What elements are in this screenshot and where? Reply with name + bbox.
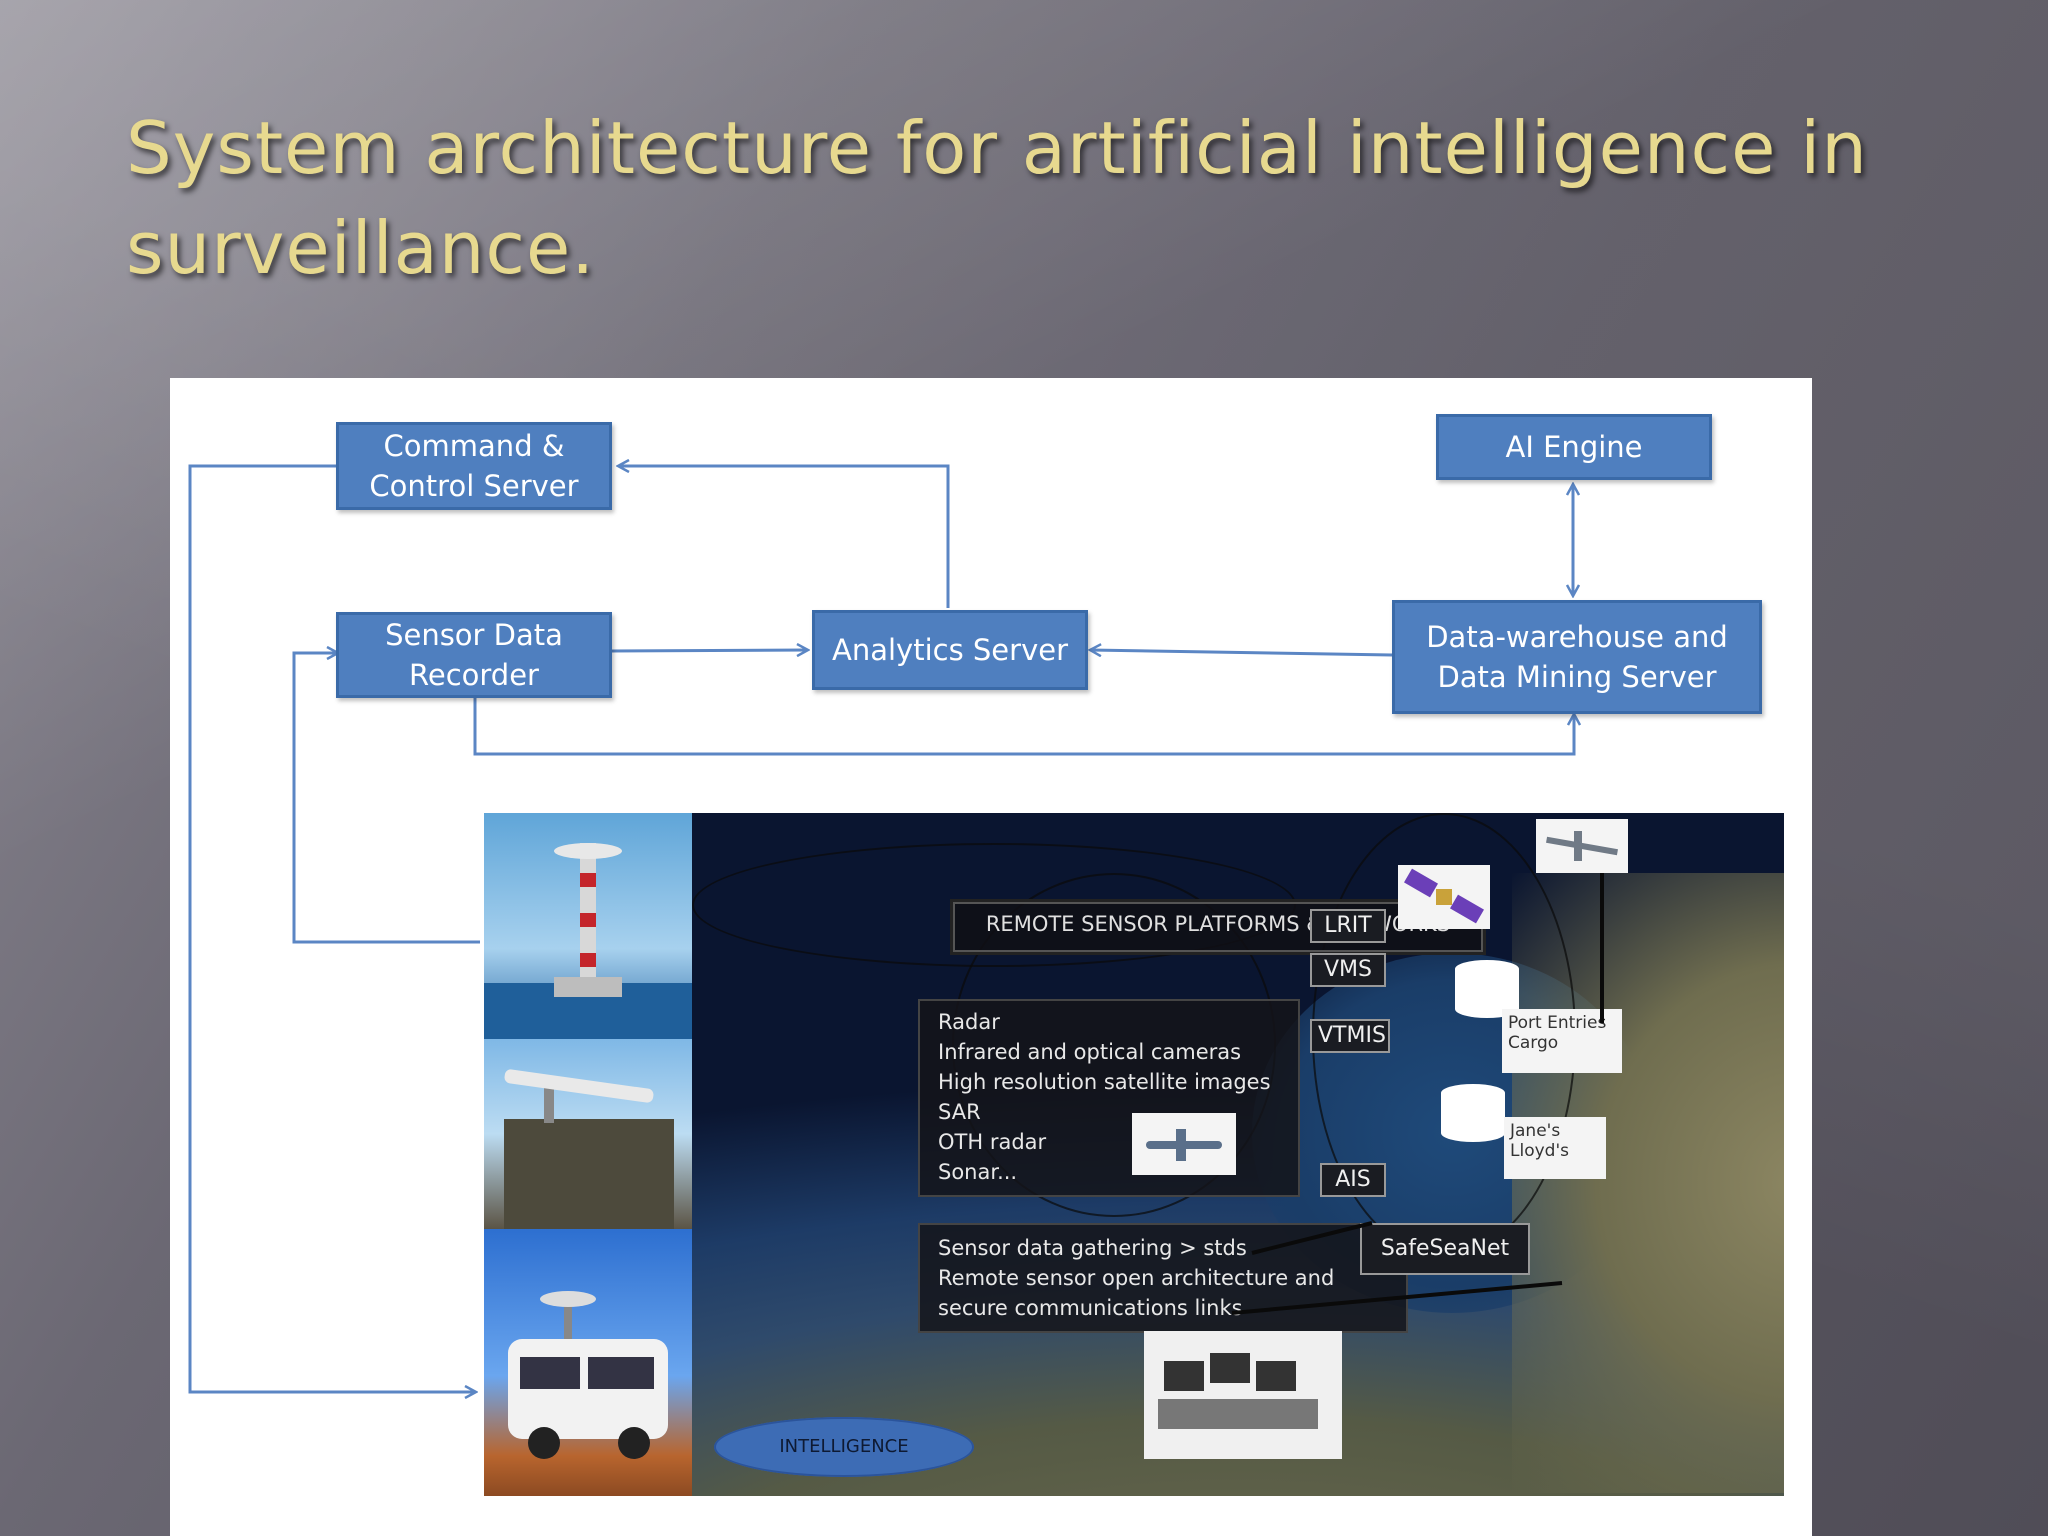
safeseanet-tag: SafeSeaNet — [1360, 1223, 1530, 1275]
database-icon — [1441, 1084, 1505, 1142]
sensor-network-collage: REMOTE SENSOR PLATFORMS & NETWORKS Radar… — [484, 813, 1784, 1496]
connector-warehouse-to-analytics — [1090, 650, 1393, 655]
command-control-server-box: Command & Control Server — [336, 422, 612, 510]
sensor-item: Radar — [938, 1010, 1000, 1034]
port-entries-line1: Port Entries — [1508, 1013, 1607, 1033]
data-warehouse-line1: Data-warehouse and — [1426, 620, 1728, 654]
data-flow-arrows — [1231, 873, 1604, 1315]
satellite-thumbnail — [1398, 865, 1490, 929]
gathering-line: Remote sensor open architecture and — [938, 1266, 1335, 1290]
command-control-line2: Control Server — [369, 469, 579, 503]
sensor-data-recorder-box: Sensor Data Recorder — [336, 612, 612, 698]
sensor-types-list: Radar Infrared and optical cameras High … — [918, 999, 1300, 1197]
intelligence-ellipse: INTELLIGENCE — [714, 1417, 974, 1477]
lloyds-line: Lloyd's — [1510, 1141, 1569, 1161]
vtmis-tag: VTMIS — [1310, 1019, 1390, 1053]
data-gathering-box: Sensor data gathering > stds Remote sens… — [918, 1223, 1408, 1333]
coastal-radar-icon — [504, 1069, 674, 1229]
aircraft-thumbnail — [1132, 1113, 1236, 1175]
sensor-van-icon — [508, 1291, 668, 1459]
radar-tower-photo — [484, 813, 692, 1039]
connector-analytics-to-command — [618, 466, 950, 608]
sensor-item: High resolution satellite images — [938, 1070, 1271, 1094]
connector-lines — [188, 378, 1812, 1536]
lrit-tag: LRIT — [1310, 909, 1386, 943]
sensor-item: SAR — [938, 1100, 981, 1124]
command-control-line1: Command & — [383, 429, 565, 463]
mobile-sensor-van-photo — [484, 1229, 692, 1496]
connector-collage-to-sensor — [292, 653, 480, 944]
aircraft-icon — [1146, 1129, 1222, 1161]
radar-tower-icon — [484, 843, 692, 1039]
sensor-item: Infrared and optical cameras — [938, 1040, 1242, 1064]
earth-background: REMOTE SENSOR PLATFORMS & NETWORKS Radar… — [692, 813, 1784, 1496]
janes-lloyds-card: Jane's Lloyd's — [1504, 1117, 1606, 1179]
sensor-recorder-line1: Sensor Data — [385, 618, 563, 652]
ais-tag: AIS — [1320, 1163, 1386, 1197]
vms-tag: VMS — [1310, 953, 1386, 987]
control-room-icon — [1158, 1353, 1318, 1429]
data-warehouse-box: Data-warehouse and Data Mining Server — [1392, 600, 1762, 714]
gathering-line: secure communications links — [938, 1296, 1243, 1320]
connector-sensor-to-analytics — [609, 650, 808, 651]
coastal-radar-photo — [484, 1039, 692, 1229]
database-icon — [1455, 960, 1519, 1018]
drone-icon — [1546, 831, 1618, 861]
sensor-recorder-line2: Recorder — [409, 658, 539, 692]
connector-command-to-collage — [188, 464, 476, 1392]
connector-sensor-to-warehouse — [473, 696, 1574, 756]
satellite-icon — [1404, 868, 1484, 924]
gathering-line: Sensor data gathering > stds — [938, 1236, 1247, 1260]
janes-line: Jane's — [1510, 1121, 1561, 1141]
sensor-item: OTH radar — [938, 1130, 1047, 1154]
port-entries-card: Port Entries Cargo — [1502, 1009, 1622, 1073]
ai-engine-label: AI Engine — [1505, 430, 1643, 464]
ai-engine-box: AI Engine — [1436, 414, 1712, 480]
control-room-thumbnail — [1144, 1331, 1342, 1459]
port-entries-line2: Cargo — [1508, 1033, 1559, 1053]
analytics-server-label: Analytics Server — [831, 633, 1068, 667]
data-warehouse-line2: Data Mining Server — [1437, 660, 1717, 694]
analytics-server-box: Analytics Server — [812, 610, 1088, 690]
drone-thumbnail — [1536, 819, 1628, 873]
sensor-item: Sonar... — [938, 1160, 1018, 1184]
slide-title: System architecture for artificial intel… — [126, 106, 1868, 290]
